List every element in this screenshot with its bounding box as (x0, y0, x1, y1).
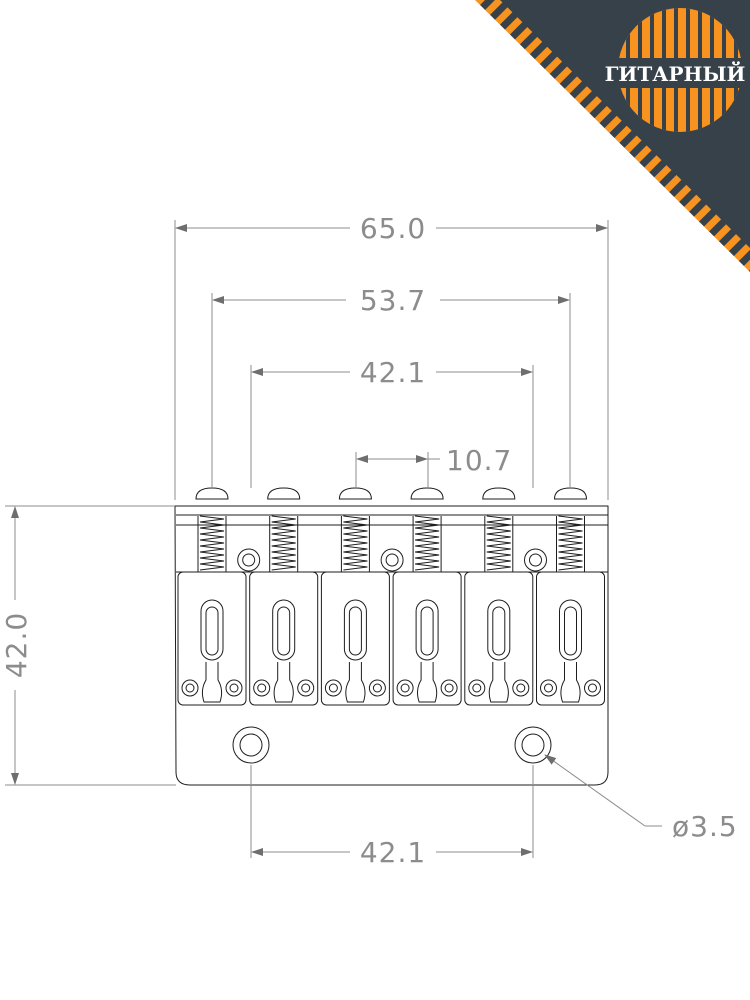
dim-outer-string-spacing: 53.7 (360, 284, 426, 317)
saddle-block (536, 571, 605, 706)
saddle-slot (415, 599, 439, 661)
intonation-hole (237, 548, 261, 572)
height-screw-icon (225, 679, 243, 697)
dim-height: 42.0 (0, 612, 33, 678)
base-plate-outline (174, 505, 609, 786)
saddle (249, 487, 319, 706)
saddle-screw-head (338, 487, 372, 500)
saddle-slot (343, 599, 367, 661)
saddle-group (177, 487, 605, 706)
mount-hole-right (514, 726, 552, 764)
saddle (392, 487, 462, 706)
spring-coil-icon (199, 515, 225, 571)
intonation-hole (380, 548, 404, 572)
dim-hole-diameter: ø3.5 (672, 810, 738, 843)
saddle-screw-head (482, 487, 516, 500)
mount-hole-left (232, 726, 270, 764)
height-screw-icon (297, 679, 315, 697)
intonation-hole (524, 548, 547, 572)
spring-coil-icon (271, 515, 296, 571)
height-screw-icon (324, 679, 342, 697)
saddle-screw-head (195, 487, 229, 500)
height-screw-icon (368, 679, 386, 697)
saddle-stem (417, 662, 438, 703)
spring-coil-icon (343, 515, 368, 571)
height-screw-icon (396, 679, 414, 697)
saddle-screw-head (553, 487, 588, 500)
spring-coil-icon (486, 515, 511, 571)
brand-corner: ГИТАРНЫЙ (475, 0, 750, 272)
saddle (177, 487, 247, 706)
saddle-block (249, 571, 319, 706)
dim-mount-hole-spacing: 42.1 (360, 836, 426, 869)
saddle-stem (345, 662, 366, 703)
height-screw-icon (440, 679, 458, 697)
spring-coil-icon (415, 515, 440, 571)
height-screw-icon (468, 679, 486, 697)
saddle-block (464, 571, 534, 706)
brand-name: ГИТАРНЫЙ (605, 60, 746, 86)
saddle-stem (488, 662, 509, 703)
height-screw-icon (540, 679, 557, 697)
saddle (464, 487, 534, 706)
saddle-screw-head (410, 487, 444, 500)
mount-holes (232, 726, 552, 764)
saddle-block (177, 571, 247, 706)
height-screw-icon (253, 679, 271, 697)
saddle-stem (201, 662, 223, 703)
height-screw-icon (584, 679, 601, 697)
saddle-slot (200, 599, 224, 661)
saddle-block (320, 571, 390, 706)
saddle-screw-head (267, 487, 301, 500)
saddle-stem (273, 662, 294, 703)
saddle-slot (272, 599, 296, 661)
saddle-slot (559, 599, 582, 661)
dim-saddle-pitch: 10.7 (446, 444, 512, 477)
bridge-body (174, 505, 609, 786)
dimension-lines (5, 220, 662, 858)
saddle (536, 487, 605, 706)
dim-inner-span: 42.1 (360, 356, 426, 389)
saddle-stem (560, 662, 581, 703)
saddle-block (392, 571, 462, 706)
saddle-slot (487, 599, 511, 661)
height-screw-icon (512, 679, 530, 697)
dim-overall-width: 65.0 (360, 212, 426, 245)
spring-coil-icon (558, 515, 583, 571)
saddle (320, 487, 390, 706)
height-screw-icon (181, 679, 199, 697)
